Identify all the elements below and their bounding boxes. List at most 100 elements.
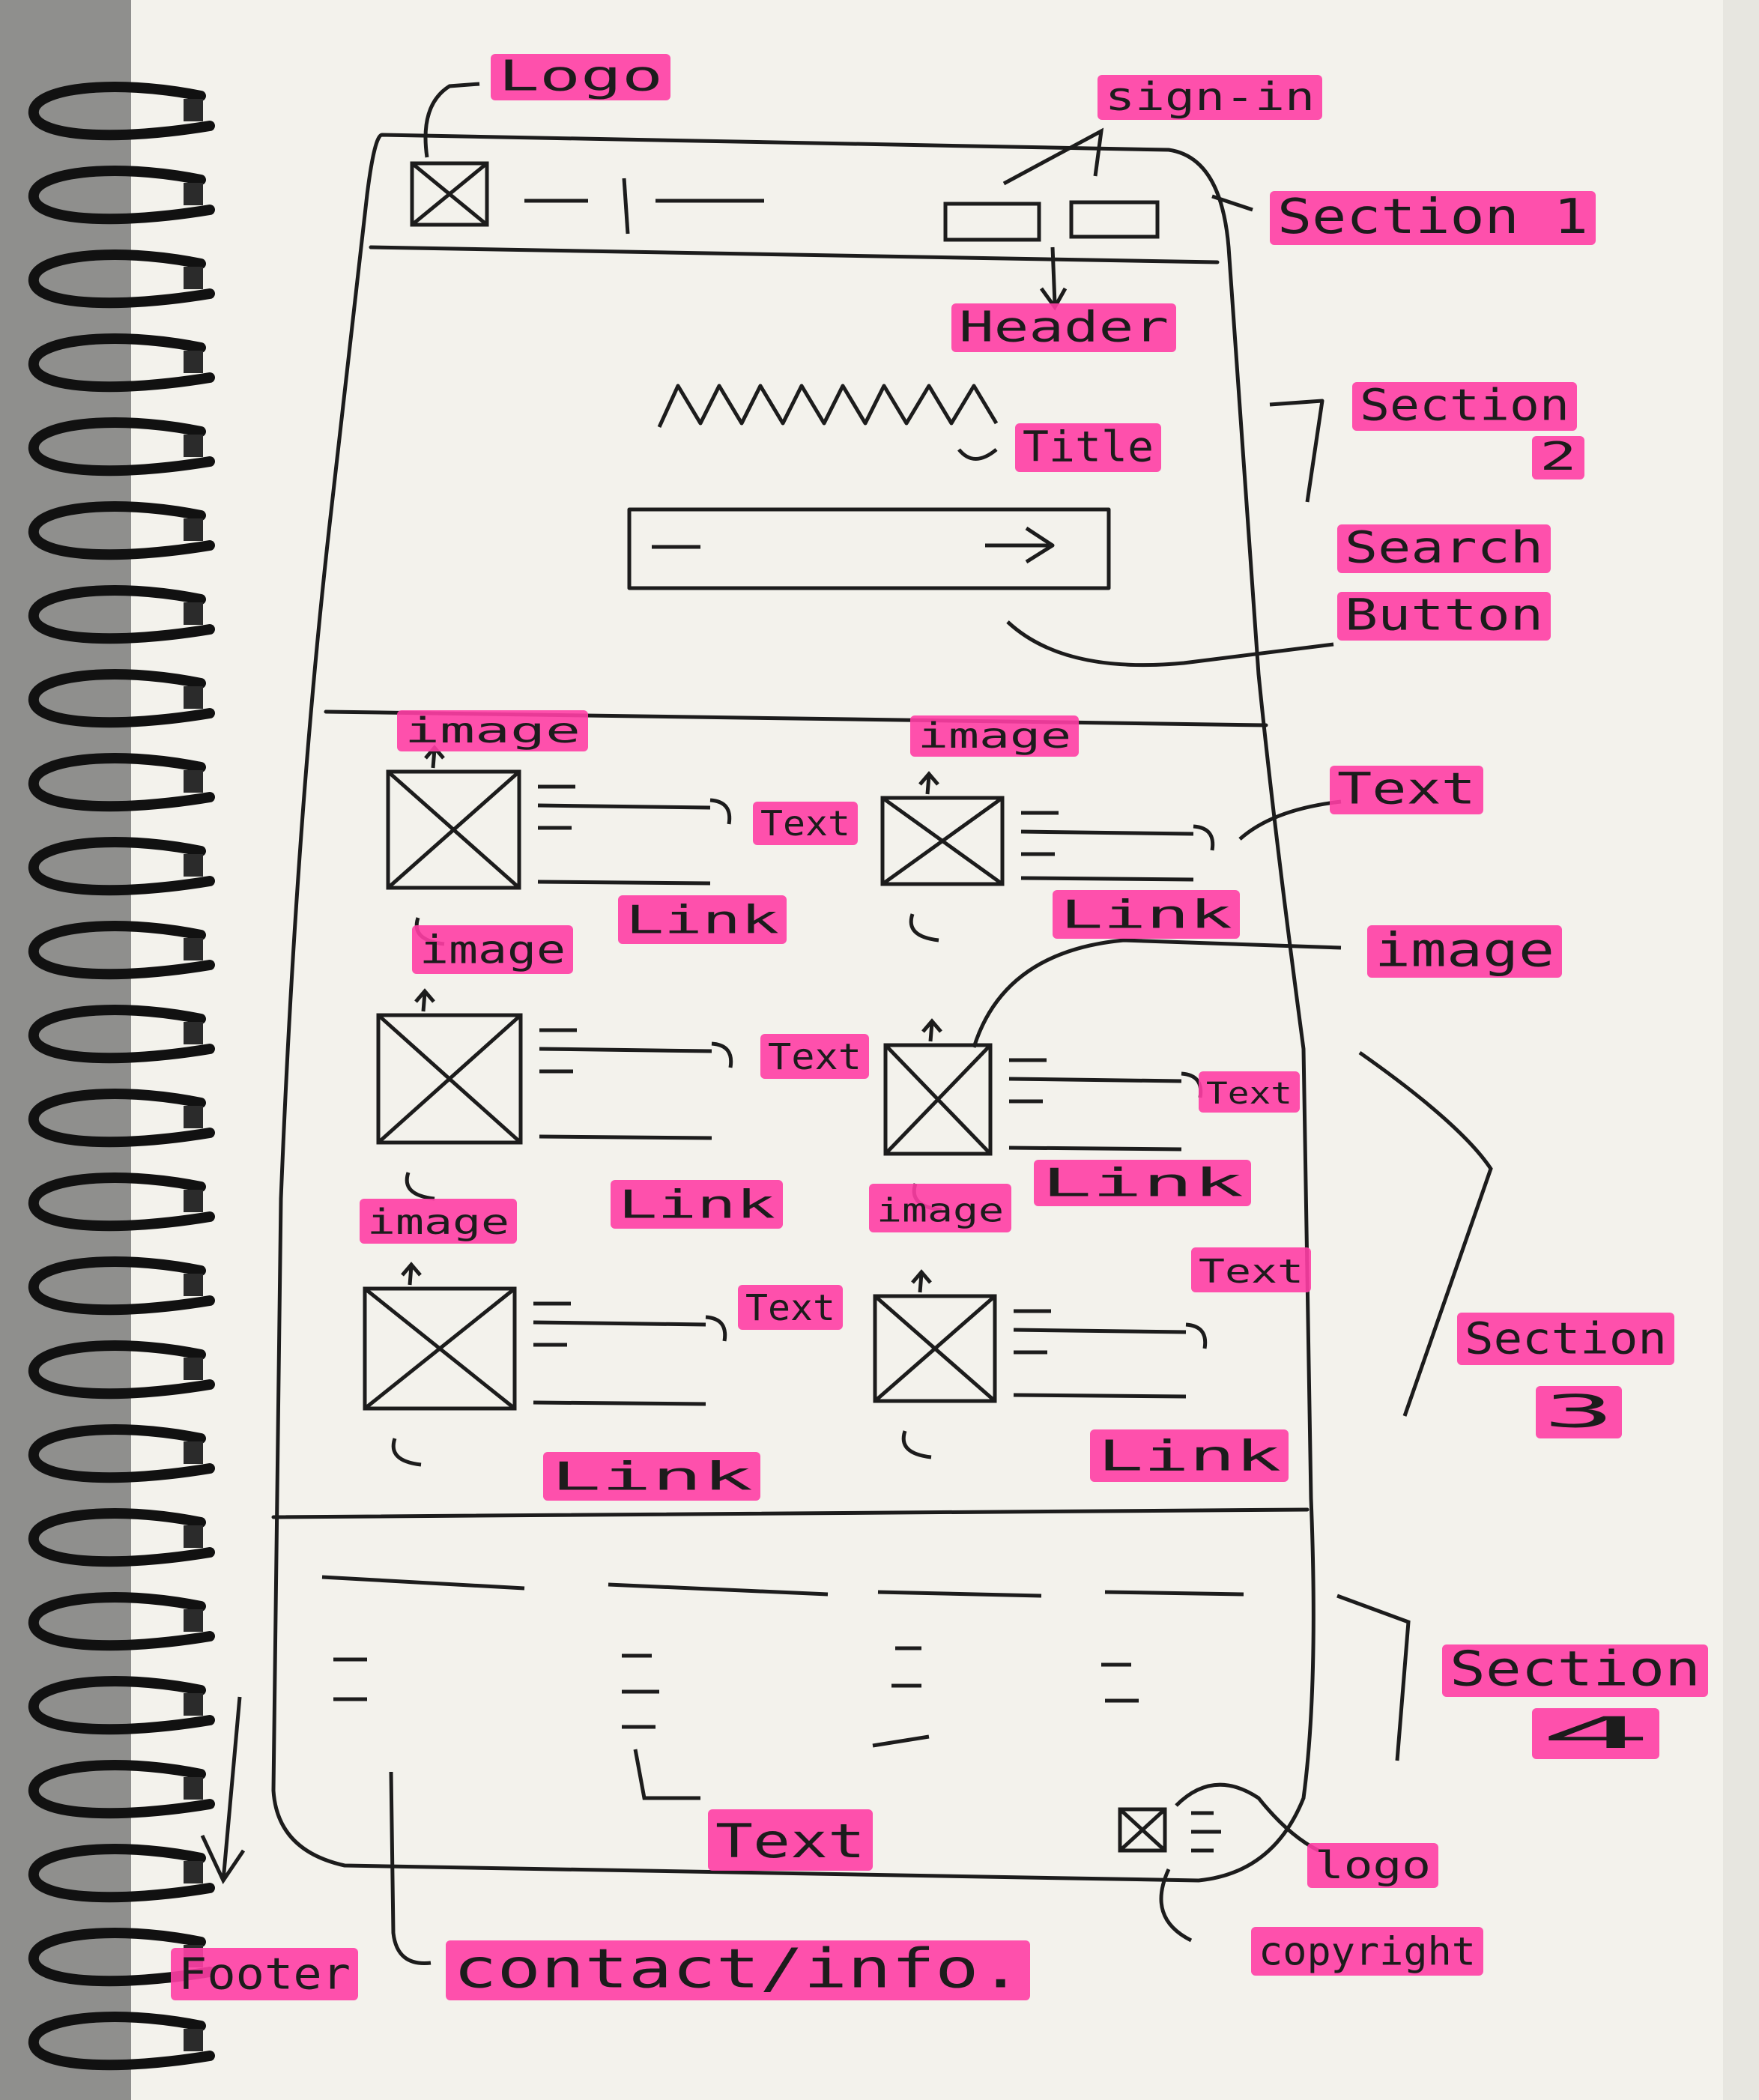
spiral-ring [28, 1088, 215, 1148]
highlighter-mark [1532, 1708, 1659, 1759]
label-text: Title [1023, 423, 1154, 472]
highlighter-mark [1251, 1927, 1483, 1976]
highlighter-mark [760, 1034, 869, 1079]
link-pointer [391, 1438, 422, 1467]
spiral-ring [28, 584, 215, 644]
highlighter-mark [397, 710, 588, 751]
spiral-hole [184, 1022, 203, 1044]
highlighter-mark [910, 715, 1079, 757]
image-placeholder [880, 796, 1005, 886]
label-sign-in: sign-in [1098, 75, 1322, 120]
text-line [1020, 829, 1194, 836]
label-link: Link [1090, 1429, 1289, 1482]
text-line [1020, 876, 1194, 882]
label-title: Title [1015, 423, 1161, 472]
spiral-ring [28, 1256, 215, 1316]
label-text: Text [760, 1034, 869, 1079]
highlighter-mark [1053, 890, 1240, 939]
spiral-hole [184, 1525, 203, 1548]
text-line [533, 1320, 706, 1327]
image-pointer [911, 1269, 932, 1293]
label-text: copyright [1259, 1930, 1476, 1975]
label-text: contact/info. [453, 1937, 1023, 2000]
link-pointer [405, 1172, 435, 1201]
highlighter-mark [1307, 1843, 1438, 1888]
label-text: Text [1337, 763, 1476, 814]
highlighter-mark [1034, 1160, 1251, 1206]
highlighter-mark [1337, 524, 1551, 573]
highlighter-mark [611, 1180, 783, 1229]
label-image: image [1367, 923, 1562, 978]
placeholder-cross [884, 1044, 992, 1155]
label-text: Header [959, 303, 1169, 352]
section3-bracket [1358, 1050, 1493, 1417]
label-text: Section [1450, 1642, 1701, 1698]
label-header: Header [951, 303, 1176, 352]
image-placeholder [386, 769, 521, 890]
highlighter-mark [491, 54, 670, 100]
label-text: 3 [1543, 1386, 1614, 1438]
image-placeholder [883, 1043, 993, 1156]
placeholder-cross [363, 1287, 516, 1410]
spiral-hole [184, 1861, 203, 1883]
text-line [1008, 1146, 1182, 1152]
label-search-b: Button [1337, 590, 1551, 641]
footer-logo-placeholder [1118, 1807, 1167, 1853]
label-section4-a: Section [1442, 1642, 1708, 1698]
spiral-ring [28, 1843, 215, 1903]
spiral-hole [184, 854, 203, 877]
image-pointer [414, 988, 435, 1012]
highlighter-mark [1536, 1386, 1622, 1438]
spiral-hole [184, 686, 203, 709]
image-pointer [921, 1018, 942, 1042]
logo-placeholder [410, 161, 489, 227]
placeholder-cross [377, 1014, 522, 1144]
link-pointer [901, 1430, 932, 1459]
text-pointer [705, 1315, 727, 1342]
highlighter-mark [446, 1940, 1030, 2000]
paper-sheet [131, 0, 1723, 2100]
label-text: sign-in [1105, 75, 1315, 120]
highlighter-mark [1457, 1313, 1674, 1365]
spiral-hole [184, 518, 203, 541]
label-link: Link [1034, 1160, 1251, 1206]
spiral-ring [28, 1507, 215, 1567]
image-placeholder [376, 1013, 523, 1145]
spiral-hole [184, 1777, 203, 1800]
label-logo-top: Logo [491, 52, 670, 100]
label-section4-b: 4 [1532, 1707, 1659, 1759]
highlighter-mark [618, 895, 787, 944]
highlighter-mark [738, 1285, 843, 1330]
highlighter-mark [1352, 382, 1577, 431]
highlighter-mark [412, 925, 573, 974]
text-line [537, 803, 711, 810]
hero-sketch [627, 384, 1334, 668]
highlighter-mark [869, 1184, 1011, 1232]
highlighter-mark [753, 802, 858, 845]
link-pointer [909, 913, 939, 942]
placeholder-cross [387, 770, 521, 889]
spiral-hole [184, 1358, 203, 1380]
label-link: Link [611, 1180, 783, 1229]
spiral-hole [184, 435, 203, 457]
spiral-ring [28, 417, 215, 476]
label-text: Footer [178, 1949, 351, 2000]
label-text: Text [745, 1287, 835, 1329]
spiral-binding [28, 81, 215, 2071]
label-text: image [1375, 923, 1554, 978]
label-text: Link [551, 1455, 753, 1500]
image-placeholder [363, 1286, 517, 1411]
label-text: Logo [498, 52, 663, 100]
highlighter-mark [1098, 75, 1322, 120]
label-text: Section 1 [1277, 190, 1588, 245]
text-line [537, 880, 711, 886]
highlighter-mark [1367, 925, 1562, 978]
label-image: image [412, 925, 573, 974]
spiral-ring [28, 1759, 215, 1819]
text-pointer [709, 798, 732, 825]
label-image: image [397, 710, 588, 751]
highlighter-mark [1191, 1247, 1311, 1292]
label-text: Text [1191, 1247, 1311, 1292]
label-copyright: copyright [1251, 1927, 1483, 1976]
spiral-hole [184, 602, 203, 625]
